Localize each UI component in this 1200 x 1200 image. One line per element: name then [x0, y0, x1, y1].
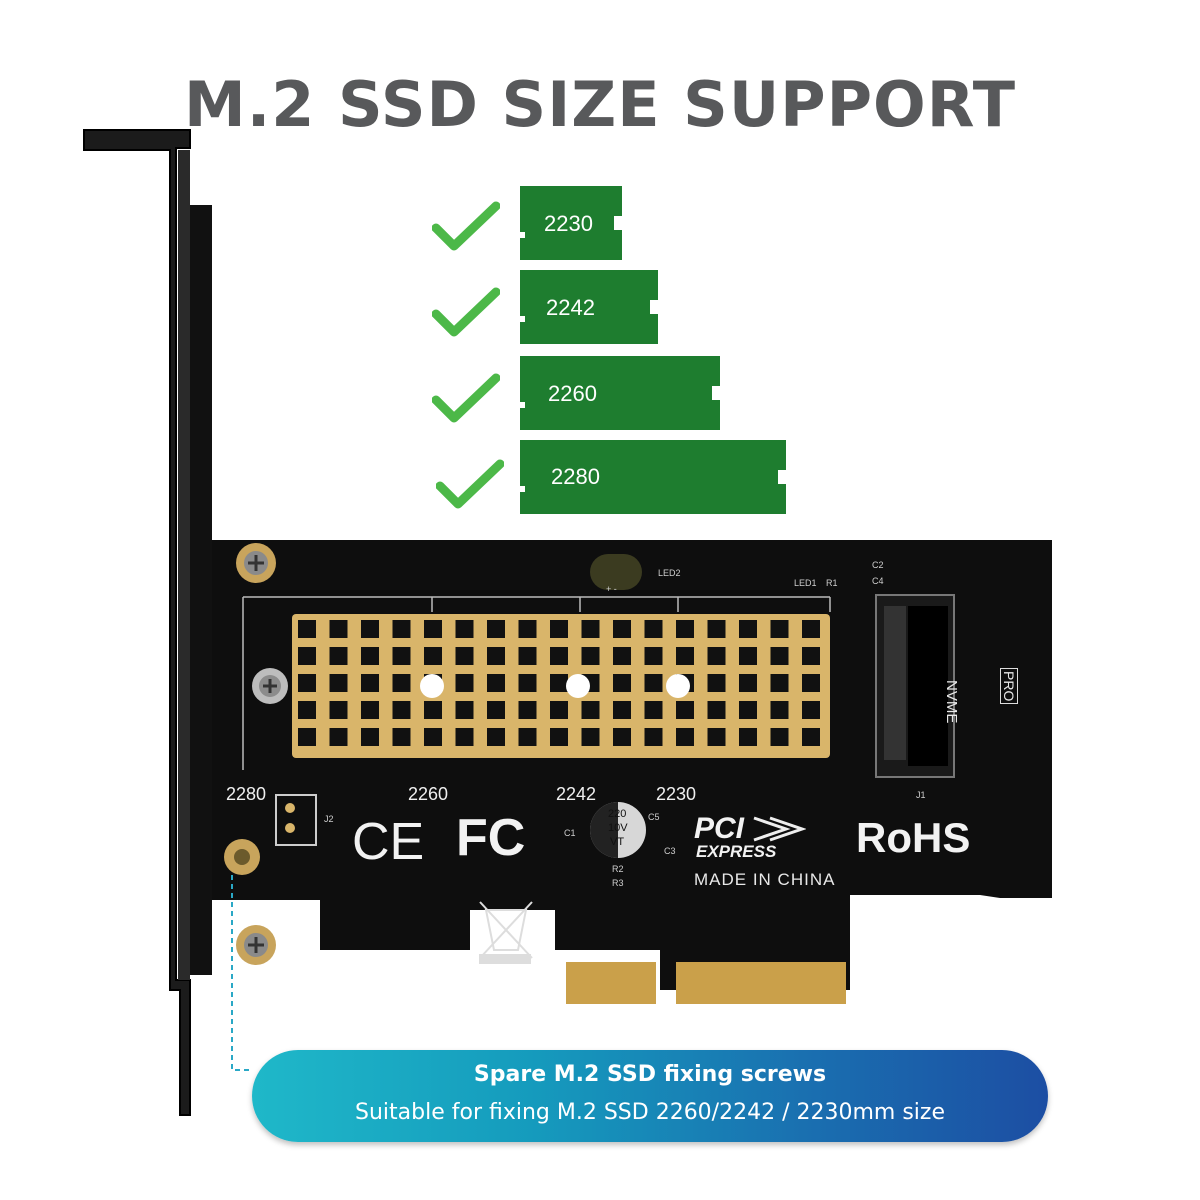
- weee-bin-icon: [479, 901, 533, 964]
- pci-arrow-icon: [753, 816, 806, 842]
- length-mark-2230: 2230: [656, 784, 697, 804]
- capacitor: [590, 802, 646, 858]
- length-mark-2260: 2260: [408, 784, 449, 804]
- callout-leader: [231, 875, 252, 1071]
- screw-icon: [236, 925, 276, 965]
- nvme-label: NVME: [943, 680, 960, 724]
- page-title: M.2 SSD SIZE SUPPORT: [184, 68, 1016, 141]
- pci-express: EXPRESS: [696, 842, 777, 861]
- component-c4: C4: [872, 576, 884, 586]
- component-r1: R1: [826, 578, 838, 588]
- capacitor-rating-3: VT: [610, 836, 625, 848]
- ssd-2242-card: [520, 270, 658, 344]
- component-j1: J1: [916, 790, 926, 800]
- led-label: LED2: [658, 568, 681, 578]
- component-led1: LED1: [794, 578, 817, 588]
- capacitor-rating-1: 220: [608, 808, 627, 820]
- gold-connector: [566, 962, 846, 1004]
- rohs-mark: RoHS: [856, 814, 971, 861]
- fc-mark: FC: [456, 809, 526, 867]
- component-r2: R2: [612, 864, 624, 874]
- length-mark-2280: 2280: [226, 784, 267, 804]
- callout-subtext: Suitable for fixing M.2 SSD 2260/2242 / …: [355, 1100, 945, 1125]
- ssd-2260-label: 2260: [548, 381, 597, 406]
- pci-bracket: [83, 129, 191, 1116]
- led-polarity: + -: [606, 584, 617, 594]
- m2-slot: [875, 594, 955, 778]
- ssd-2260-card: [520, 356, 720, 430]
- pci-brand: PCI: [694, 812, 745, 845]
- callout-heading: Spare M.2 SSD fixing screws: [473, 1062, 827, 1087]
- led-window: [590, 554, 642, 590]
- ce-mark: CE: [352, 813, 425, 871]
- ssd-2230-card: [520, 186, 622, 260]
- component-c1: C1: [564, 828, 576, 838]
- ssd-2230-label: 2230: [544, 211, 593, 236]
- check-icon: [432, 373, 500, 423]
- made-in-label: MADE IN CHINA: [694, 870, 836, 889]
- capacitor-rating-2: 10V: [608, 822, 628, 834]
- check-icon: [432, 287, 500, 337]
- ssd-2280-label: 2280: [551, 464, 600, 489]
- pro-label: PRO: [1000, 668, 1018, 705]
- component-c2: C2: [872, 560, 884, 570]
- check-icon: [436, 459, 504, 509]
- component-c3: C3: [664, 846, 676, 856]
- component-j2: J2: [324, 814, 334, 824]
- spare-screw-icon: [224, 839, 260, 875]
- length-mark-2242: 2242: [556, 784, 597, 804]
- screws-callout-banner: Spare M.2 SSD fixing screws Suitable for…: [252, 1050, 1048, 1142]
- check-icon: [432, 201, 500, 251]
- screw-icon: [252, 668, 288, 704]
- screw-icon: [236, 543, 276, 583]
- ssd-2280-card: [520, 440, 786, 514]
- gold-thermal-pad: [292, 614, 830, 758]
- component-r3: R3: [612, 878, 624, 888]
- ssd-2242-label: 2242: [546, 295, 595, 320]
- j2-header: [275, 794, 317, 846]
- component-c5: C5: [648, 812, 660, 822]
